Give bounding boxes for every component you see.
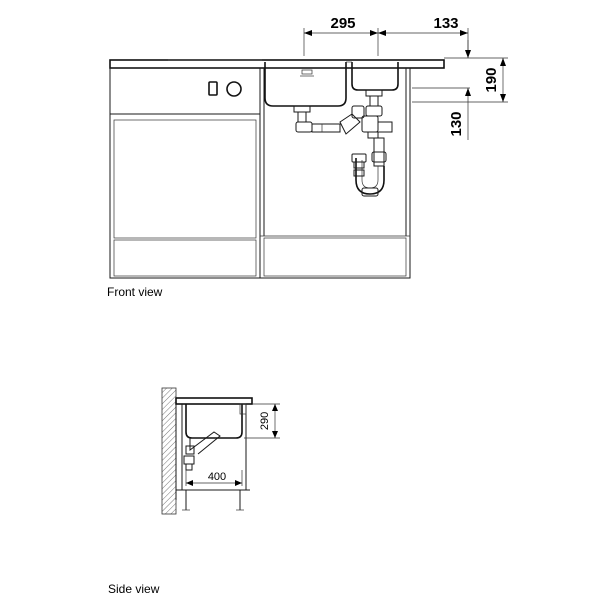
- left-plinth: [113, 239, 257, 277]
- side-worktop: [175, 397, 253, 405]
- dimension-height-lower: 130: [448, 111, 465, 136]
- dimension-width-left: 295: [330, 15, 355, 32]
- dimension-side-width: 400: [208, 471, 226, 483]
- top-dimension: [303, 28, 469, 56]
- right-cabinet: [259, 67, 411, 279]
- side-view-caption: Side view: [108, 582, 160, 596]
- left-cabinet: [109, 67, 261, 279]
- control-switch-icon: [208, 81, 218, 96]
- control-knob-icon: [226, 81, 242, 97]
- side-depth-dimension: [244, 403, 280, 439]
- waste-pipework: [295, 105, 393, 197]
- front-view-caption: Front view: [107, 285, 163, 299]
- dishwasher-panel: [113, 119, 257, 239]
- worktop: [109, 59, 445, 69]
- right-plinth: [263, 237, 407, 277]
- right-dimension: [412, 40, 508, 140]
- dimension-width-right: 133: [433, 15, 458, 32]
- dimension-height-right: 190: [483, 67, 500, 92]
- side-sink-bowl: [185, 404, 243, 439]
- dimension-side-depth: 290: [259, 412, 271, 430]
- front-view-drawing: 295 133 190 130: [109, 15, 508, 279]
- side-width-dimension: [185, 470, 243, 486]
- wall-section: [161, 387, 177, 515]
- side-view-drawing: 290 400: [161, 387, 280, 515]
- small-sink-bowl: [351, 62, 399, 91]
